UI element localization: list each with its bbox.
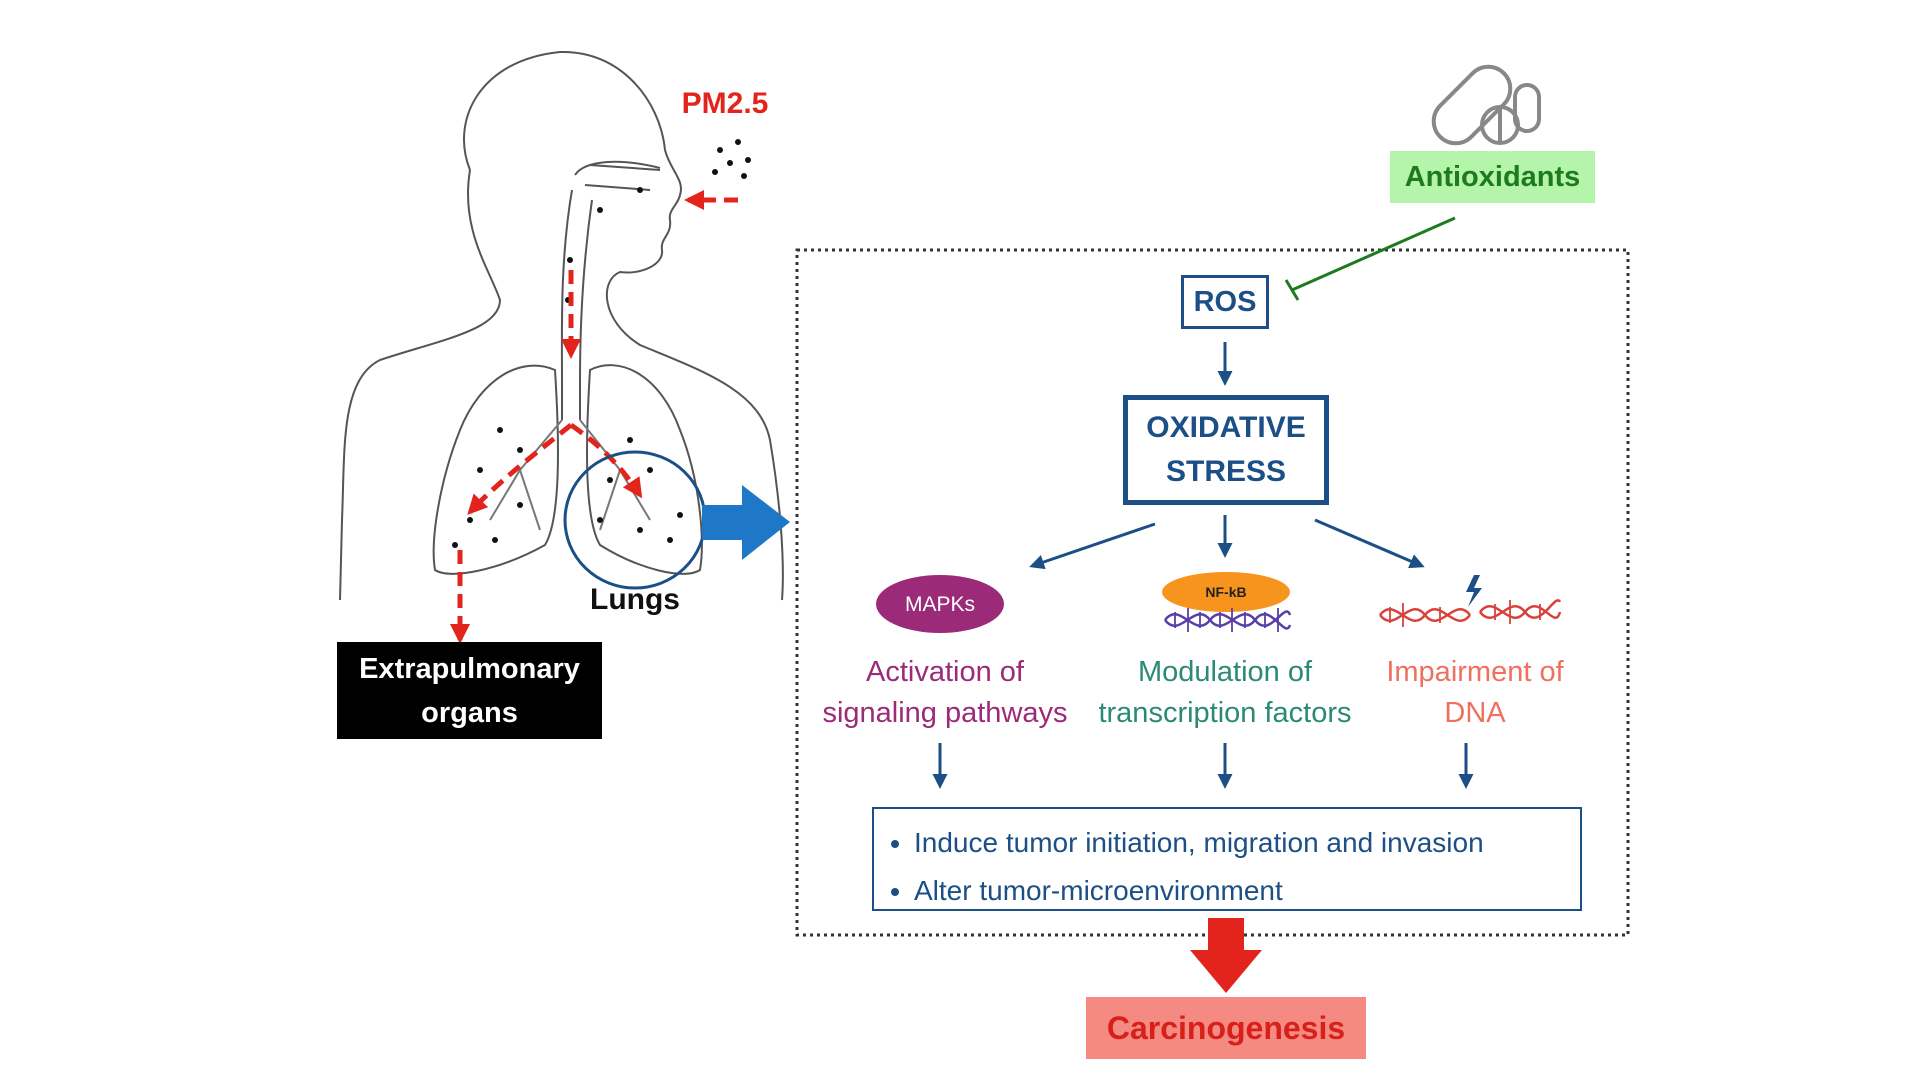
carcinogenesis-arrow	[1190, 918, 1262, 993]
airway	[560, 160, 661, 420]
mapks-label: MAPKs	[904, 593, 975, 616]
pm-inhalation-path	[450, 190, 738, 644]
flow-arrows	[932, 342, 1474, 789]
pathway-dna-line2: DNA	[1444, 697, 1506, 729]
pathway-transcription-line1: Modulation of	[1137, 656, 1313, 688]
lung-highlight-circle	[563, 450, 707, 590]
outcomes-box: Induce tumor initiation, migration and i…	[872, 807, 1582, 911]
mapks-badge	[876, 575, 1004, 633]
pathway-dna: Impairment of DNA	[1360, 648, 1590, 738]
extrapulmonary-organs-box: Extrapulmonary organs	[337, 642, 602, 739]
carcinogenesis-label: Carcinogenesis	[1086, 997, 1366, 1059]
pm25-label: PM2.5	[681, 87, 769, 120]
lungs-label: Lungs	[590, 583, 680, 616]
oxidative-stress-line2: STRESS	[1165, 455, 1287, 488]
pathway-signaling-line2: signaling pathways	[822, 697, 1068, 729]
outcomes-list: Induce tumor initiation, migration and i…	[874, 819, 1580, 915]
outcome-item: Induce tumor initiation, migration and i…	[914, 819, 1580, 867]
pathway-signaling: Activation of signaling pathways	[800, 648, 1090, 738]
antioxidants-label: Antioxidants	[1390, 151, 1595, 203]
dna-helix-icon	[1164, 608, 1292, 632]
mechanism-frame	[795, 248, 1630, 937]
oxidative-stress-line1: OXIDATIVE	[1146, 411, 1306, 444]
antioxidant-inhibition	[1284, 216, 1456, 301]
pills-icon	[1431, 64, 1541, 146]
lightning-icon	[1466, 575, 1482, 607]
nfkb-badge	[1162, 572, 1290, 612]
outcome-item: Alter tumor-microenvironment	[914, 867, 1580, 915]
extrapulmonary-line1: Extrapulmonary	[359, 652, 580, 685]
pathway-dna-line1: Impairment of	[1386, 656, 1564, 688]
pathway-signaling-line1: Activation of	[866, 656, 1024, 688]
damaged-dna-icon	[1379, 599, 1562, 627]
pathway-transcription-line2: transcription factors	[1098, 697, 1352, 729]
oxidative-stress-box: OXIDATIVE STRESS	[1123, 395, 1329, 505]
lungs-icon	[432, 364, 703, 575]
nfkb-label: NF-kB	[1205, 584, 1247, 600]
pathway-transcription: Modulation of transcription factors	[1080, 648, 1370, 738]
pm-particles	[452, 139, 751, 548]
human-silhouette-icon	[339, 50, 784, 601]
extrapulmonary-line2: organs	[421, 696, 518, 729]
ros-box: ROS	[1181, 275, 1269, 329]
lung-to-mechanism-arrow	[702, 485, 790, 560]
